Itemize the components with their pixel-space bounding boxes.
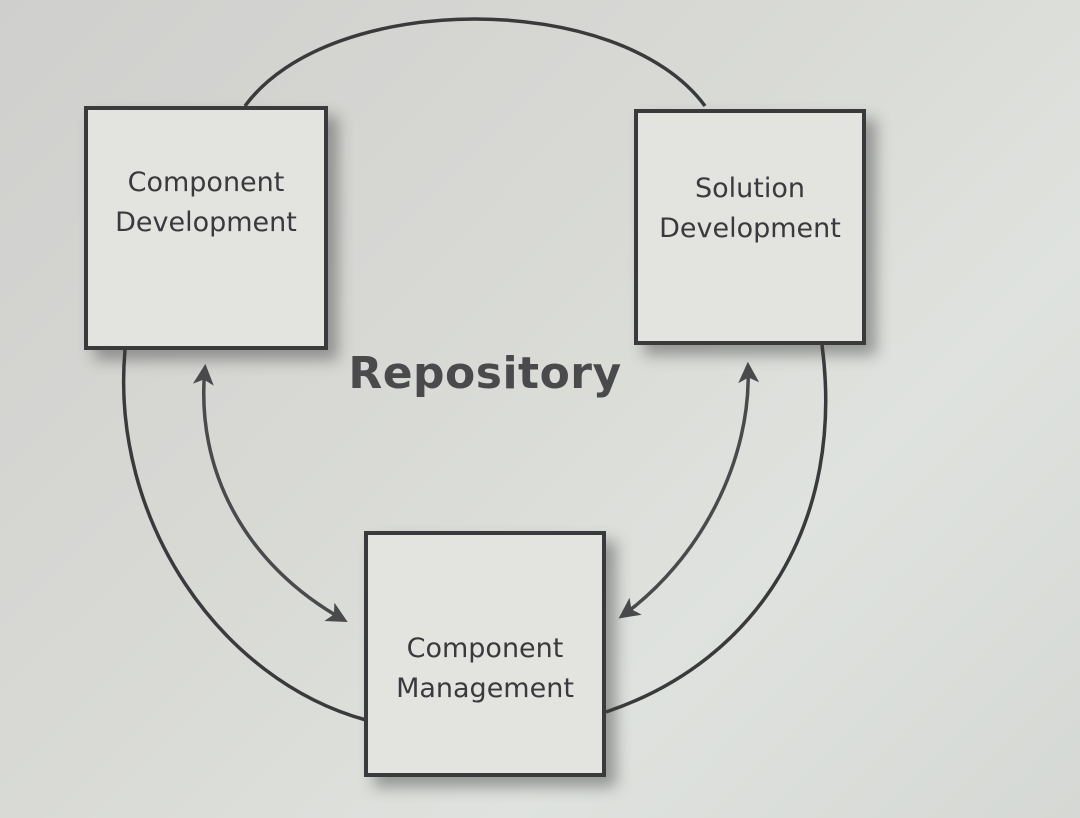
solution-development-label: Solution Development bbox=[659, 173, 841, 244]
right-double-arrow bbox=[618, 361, 760, 619]
component-development-label: Component Development bbox=[115, 167, 297, 238]
component-management-label: Component Management bbox=[396, 633, 574, 704]
left-arc bbox=[121, 349, 367, 722]
left-double-arrow bbox=[192, 363, 348, 623]
solution-development-box: Solution Development bbox=[634, 109, 866, 345]
component-development-box: Component Development bbox=[84, 106, 328, 350]
repository-label: Repository bbox=[348, 348, 622, 399]
component-management-box: Component Management bbox=[364, 531, 606, 777]
top-arc bbox=[243, 17, 707, 108]
right-arc bbox=[605, 344, 828, 714]
